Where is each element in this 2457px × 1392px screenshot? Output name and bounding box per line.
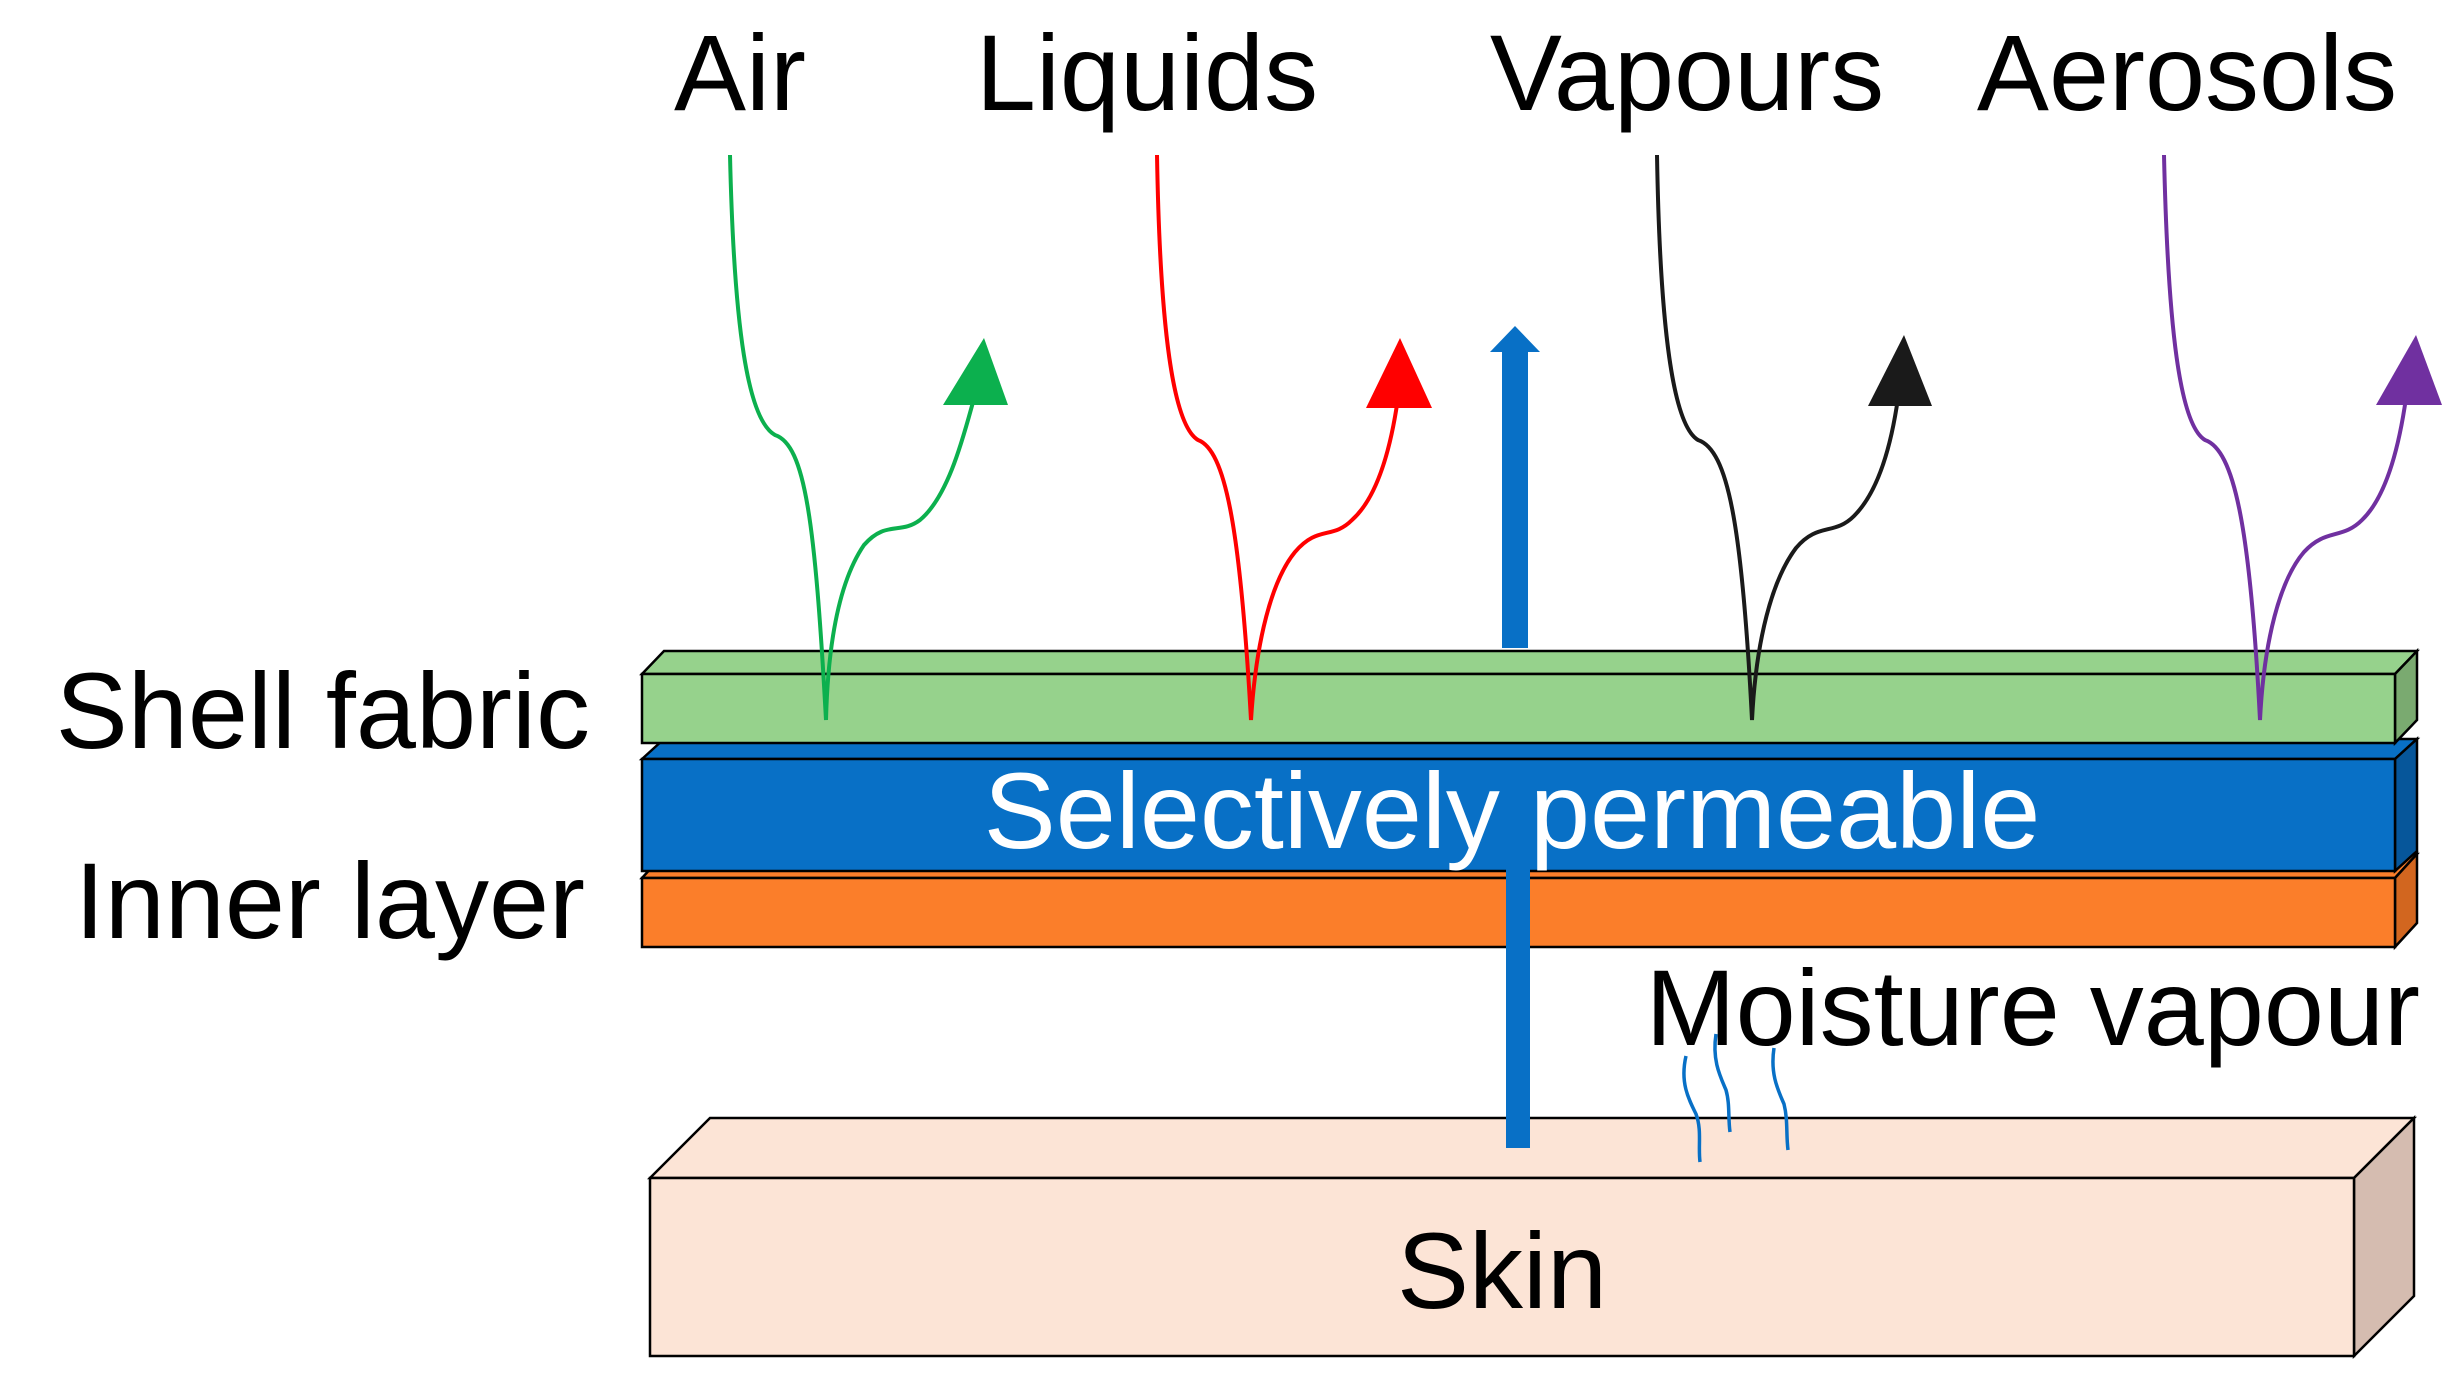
vapours-arrow-head [1868,335,1932,406]
shell-fabric-front-face [640,672,2397,745]
air-arrow-head [943,338,1008,405]
moisture-arrow-lower-shaft [1506,866,1530,1148]
vapours-arrow [1655,154,1932,721]
agent-label-vapours: Vapours [1490,12,1884,133]
shell-fabric-layer [639,647,2420,747]
moisture-wisp-2 [1713,1033,1732,1133]
skin-label: Skin [1397,1210,1607,1331]
aerosols-deflection-path [2162,154,2408,721]
air-deflection-path [728,154,977,721]
aerosols-arrow [2162,154,2442,721]
moisture-vapour-arrow [1490,326,1540,1148]
moisture-vapour-label: Moisture vapour [1646,947,2420,1068]
membrane-front-face [640,757,2397,873]
moisture-arrow-upper-shaft [1502,352,1528,648]
skin-block: Skin [646,1114,2418,1360]
moisture-wisp-3 [1771,1047,1790,1151]
air-arrow [728,154,1008,721]
vapours-deflection-path [1655,154,1900,721]
agent-label-liquids: Liquids [976,12,1318,133]
skin-top-face [646,1116,2418,1180]
inner-layer-label: Inner layer [75,840,585,961]
liquids-deflection-path [1155,154,1400,721]
membrane-side-face [2393,736,2419,874]
liquids-arrow [1155,154,1432,721]
moisture-arrow-head [1490,326,1540,352]
agent-label-air: Air [674,12,806,133]
moisture-wisp-1 [1682,1055,1702,1163]
liquids-arrow-head [1366,338,1432,408]
moisture-wisps [1682,1033,1790,1163]
membrane-label: Selectively permeable [984,750,2041,871]
skin-front-face [648,1176,2356,1358]
agent-label-aerosols: Aerosols [1977,12,2397,133]
aerosols-arrow-head [2376,335,2442,405]
shell-fabric-top-face [639,649,2420,676]
shell-fabric-label: Shell fabric [56,650,590,771]
